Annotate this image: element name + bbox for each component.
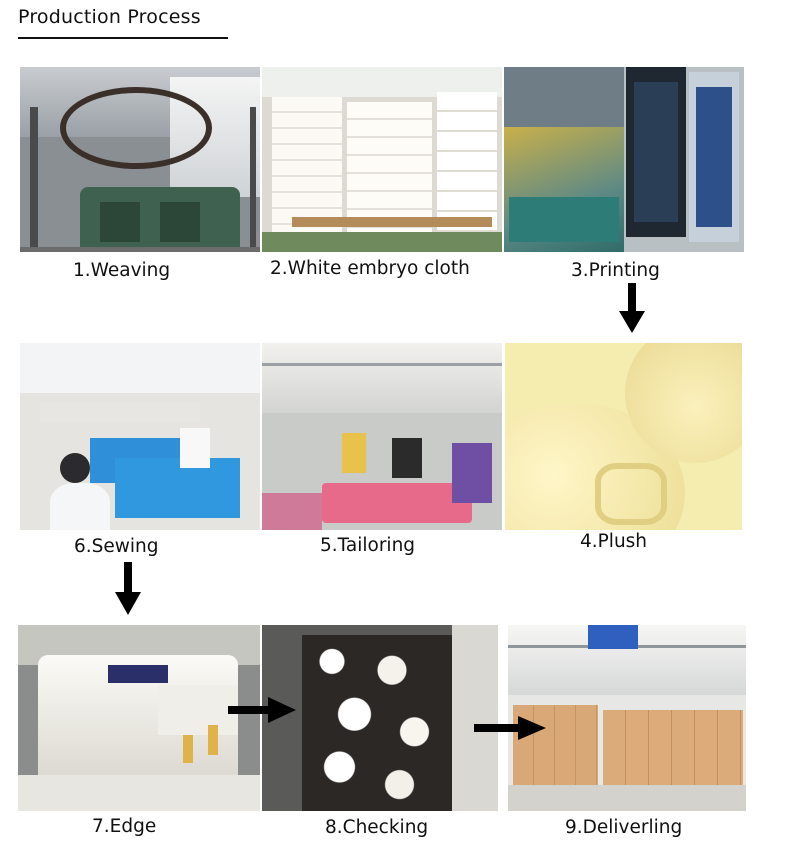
step-label-plush: 4.Plush bbox=[580, 531, 648, 552]
step-label-printing: 3.Printing bbox=[571, 260, 660, 281]
arrow-right-icon bbox=[228, 697, 296, 723]
step-label-tailoring: 5.Tailoring bbox=[320, 535, 416, 556]
weaving-photo bbox=[20, 67, 260, 252]
title-underline bbox=[18, 37, 228, 39]
printing-photo bbox=[504, 67, 744, 252]
step-label-weaving: 1.Weaving bbox=[73, 260, 171, 281]
edge-photo bbox=[18, 625, 260, 811]
delivering-photo bbox=[508, 625, 746, 811]
page-title: Production Process bbox=[18, 6, 201, 28]
step-label-embryo-cloth: 2.White embryo cloth bbox=[270, 258, 470, 279]
step-label-checking: 8.Checking bbox=[325, 817, 429, 838]
step-label-delivering: 9.Deliverling bbox=[565, 817, 683, 838]
checking-photo bbox=[262, 625, 498, 811]
plush-photo bbox=[505, 343, 742, 530]
tailoring-photo bbox=[262, 343, 502, 530]
step-label-edge: 7.Edge bbox=[92, 816, 157, 837]
embryo-cloth-photo bbox=[262, 67, 502, 252]
step-label-sewing: 6.Sewing bbox=[74, 536, 159, 557]
arrow-down-icon bbox=[115, 562, 141, 615]
arrow-right-icon bbox=[474, 716, 546, 740]
arrow-down-icon bbox=[619, 283, 645, 333]
sewing-photo bbox=[20, 343, 260, 530]
